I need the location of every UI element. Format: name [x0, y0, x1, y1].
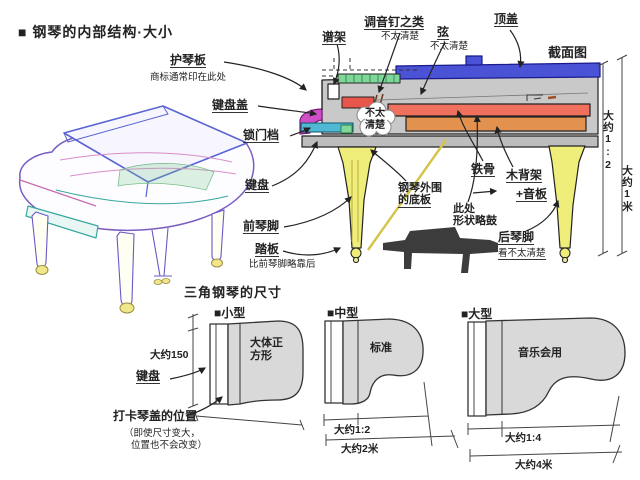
label-key-cover: 键盘盖 [212, 98, 249, 114]
size-medium-dim-ratio: 大约1:2 [334, 424, 371, 436]
front-leg-shape [337, 146, 377, 249]
label-bulge-l2: 形状略鼓 [453, 215, 497, 227]
page-title: ■ 钢琴的内部结构·大小 [18, 22, 173, 42]
hinge-marks [526, 94, 543, 101]
size-medium-dims [323, 381, 459, 449]
label-front-leg: 前琴脚 [243, 219, 280, 235]
keyboard-shape [300, 122, 354, 133]
size-small-lid-pos-note-l2: 位置也不会改变） [131, 440, 208, 451]
label-strings-note: 不太清楚 [430, 41, 469, 52]
label-tuning-pins-note: 不太清楚 [381, 31, 420, 42]
sketch-keyboard-strip [25, 205, 99, 239]
label-section-view: 截面图 [548, 45, 588, 60]
label-cloud-unclear: 不太 清楚 [365, 108, 385, 131]
sketch-middle-leg [116, 231, 135, 307]
label-iron-frame: 铁骨 [471, 162, 496, 178]
label-bottom-board-l2: 的底板 [398, 194, 431, 209]
size-large-dim-ratio: 大约1:4 [505, 432, 542, 444]
title-bullet-icon: ■ [18, 24, 28, 40]
size-small-keyboard-label: 键盘 [136, 369, 161, 385]
size-large-piano [467, 317, 626, 417]
piano-photo-silhouette [383, 227, 498, 273]
sketch-soundboard-tint [117, 163, 215, 191]
label-music-stand: 谱架 [322, 30, 347, 46]
label-fallboard-guard-note: 商标通常印在此处 [150, 72, 227, 83]
label-bottom-board-l1: 钢琴外围 [398, 182, 442, 194]
size-small-lid-pos-label: 打卡琴盖的位置 [113, 409, 198, 423]
sketch-pedal-lyre [151, 227, 172, 277]
top-lid-bump [465, 55, 483, 66]
label-fallboard-guard: 护琴板 [170, 53, 207, 69]
height-dimension-lines [597, 54, 628, 257]
size-medium-label: ■中型 [327, 306, 359, 320]
dim-outer-label: 大约1米 [621, 165, 633, 213]
sketch-front-leg [31, 211, 49, 269]
sketch-lid-prop [145, 181, 149, 198]
label-soundboard: +音板 [516, 187, 548, 203]
bottom-board-shape [301, 135, 599, 148]
label-keyboard: 键盘 [245, 178, 270, 194]
size-small-height-dim: 大约150 [150, 349, 189, 361]
cross-section [299, 55, 601, 264]
label-tuning-pins: 调音钉之类 [364, 15, 425, 31]
size-medium-body: 标准 [370, 342, 392, 354]
hidden-dashed-lines [322, 58, 420, 77]
hinge-dot [547, 95, 557, 100]
label-rear-leg-note: 看不太清楚 [498, 248, 546, 261]
size-small-body-l2: 方形 [250, 350, 272, 362]
sketch-lid-edge [63, 105, 169, 143]
pin-block-shape [337, 73, 401, 84]
size-small-label: ■小型 [214, 306, 246, 320]
size-medium-piano [324, 318, 424, 405]
leader-arrows [169, 29, 560, 417]
title-text: 钢琴的内部结构·大小 [32, 24, 174, 40]
label-bulge-l1: 此处 [453, 203, 475, 215]
soundboard-shape [405, 116, 587, 132]
action-green-block [340, 124, 353, 134]
iron-frame-shape [387, 103, 591, 117]
size-large-label: ■大型 [461, 307, 493, 321]
size-medium-dim-len: 大约2米 [341, 443, 379, 455]
string-line [347, 92, 589, 102]
label-strings: 弦 [437, 25, 450, 41]
sketch-rear-leg [211, 209, 225, 262]
size-large-body: 音乐会用 [518, 347, 562, 359]
top-lid-shape [395, 62, 601, 80]
dim-inner-label: 大约1:2 [602, 110, 614, 172]
label-rear-leg: 后琴脚 [498, 230, 535, 246]
label-lock-rail: 锁门档 [243, 128, 280, 144]
unclear-cloud [356, 101, 396, 137]
size-small-lid-pos-note-l1: （即使尺寸变大， [124, 428, 201, 439]
music-stand-shape [327, 83, 340, 100]
size-chart-title: 三角钢琴的尺寸 [184, 285, 283, 300]
rear-leg-shape [548, 145, 586, 249]
size-small-piano [209, 320, 304, 406]
size-large-dims [467, 395, 623, 464]
label-pedal-note: 比前琴脚略靠后 [249, 259, 316, 270]
size-small-body-l1: 大体正 [250, 337, 283, 349]
size-large-dim-len: 大约4米 [515, 459, 553, 471]
grand-piano-sketch [18, 105, 255, 314]
label-pedal: 踏板 [255, 242, 280, 258]
lyre-rod [367, 139, 447, 251]
label-top-lid: 顶盖 [494, 12, 519, 28]
label-back-frame: 木背架 [506, 168, 543, 184]
